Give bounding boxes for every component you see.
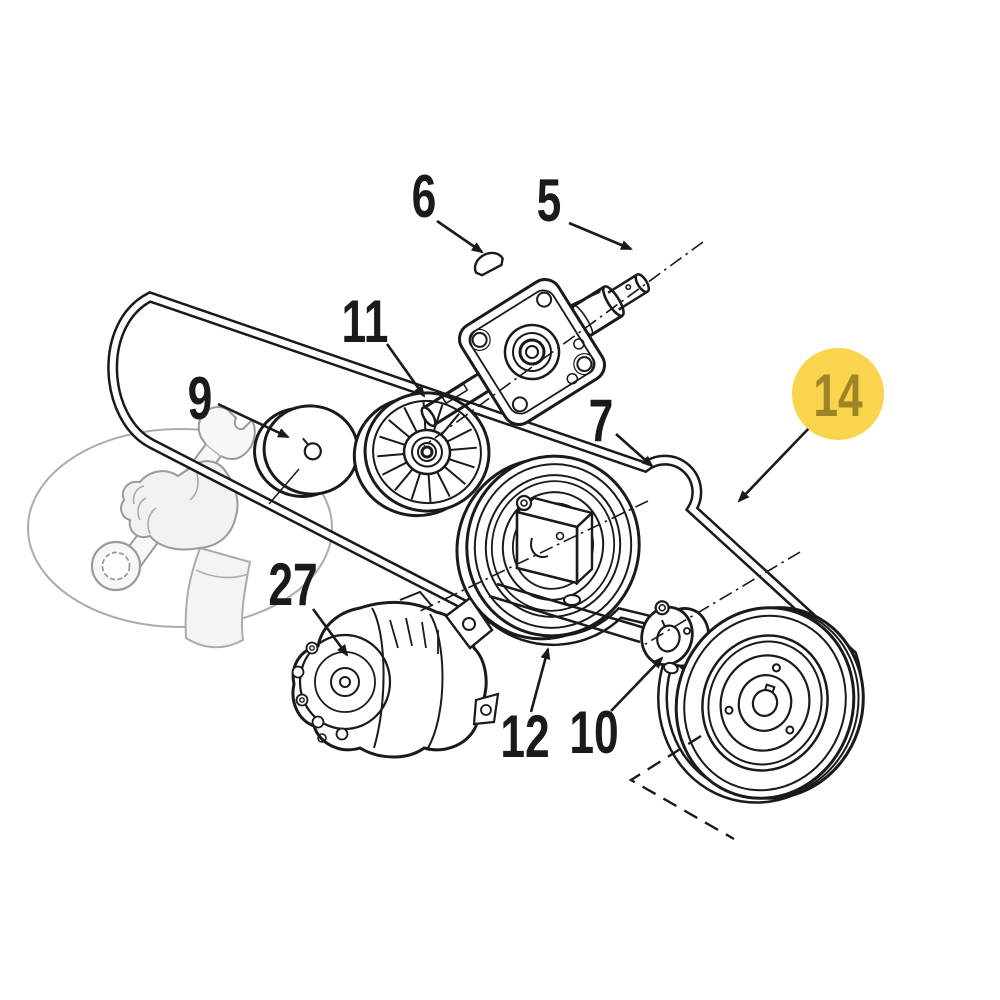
hidden-frame-outline bbox=[628, 734, 735, 841]
leader-6 bbox=[436, 219, 484, 254]
leader-9 bbox=[217, 402, 290, 439]
flat-pulley-9 bbox=[253, 404, 360, 505]
leader-5 bbox=[568, 221, 633, 251]
fan-idler-pulley-11 bbox=[352, 391, 491, 518]
spindle-shaft-assembly-5 bbox=[420, 273, 651, 428]
part-label-5[interactable]: 5 bbox=[537, 167, 562, 234]
leader-11 bbox=[385, 343, 426, 398]
part-label-27[interactable]: 27 bbox=[268, 551, 317, 618]
part-label-10[interactable]: 10 bbox=[569, 699, 618, 766]
leader-27 bbox=[311, 608, 349, 657]
highlight-circle-14[interactable] bbox=[792, 348, 884, 440]
part-label-7[interactable]: 7 bbox=[589, 387, 614, 454]
pulley-hub-block bbox=[514, 494, 595, 606]
leader-14 bbox=[737, 425, 812, 503]
center-axis-lines bbox=[415, 241, 801, 647]
part-label-6[interactable]: 6 bbox=[412, 163, 437, 230]
part-label-11[interactable]: 11 bbox=[342, 288, 389, 355]
part-label-12[interactable]: 12 bbox=[500, 703, 549, 770]
leader-7 bbox=[615, 433, 654, 468]
large-drive-pulley bbox=[674, 606, 865, 800]
woodruff-key-6 bbox=[473, 251, 504, 277]
part-label-9[interactable]: 9 bbox=[188, 365, 213, 432]
part-label-14-highlighted[interactable]: 14 bbox=[813, 362, 863, 429]
double-groove-pulley-12 bbox=[455, 454, 641, 641]
hand-wrench-watermark-icon bbox=[27, 406, 333, 649]
leader-arrows bbox=[217, 219, 812, 713]
leader-10 bbox=[610, 656, 664, 712]
leader-12 bbox=[529, 647, 551, 713]
alternator-27 bbox=[291, 590, 500, 759]
